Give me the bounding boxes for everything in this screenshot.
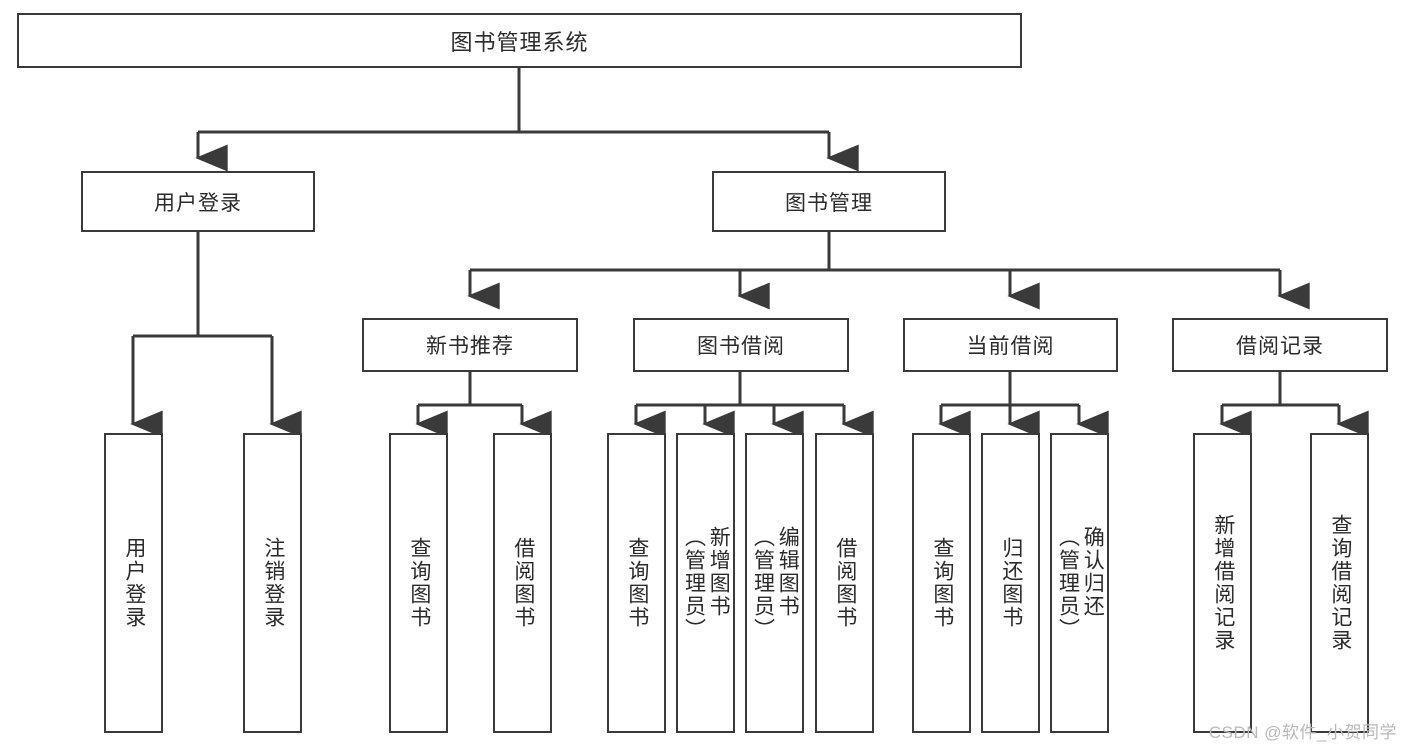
node-book-management[interactable]: 图书管理 xyxy=(712,171,946,232)
node-new-book-recommend[interactable]: 新书推荐 xyxy=(362,318,578,372)
leaf-book-borrow-edit[interactable]: 编辑图书 （管理员） xyxy=(745,433,804,733)
leaf-current-borrow-return[interactable]: 归还图书 xyxy=(981,433,1040,733)
leaf-borrow-record-add[interactable]: 新增借阅记录 xyxy=(1193,433,1252,733)
leaf-current-borrow-confirm-return[interactable]: 确认归还 （管理员） xyxy=(1050,433,1109,733)
leaf-user-login-logout[interactable]: 注销登录 xyxy=(243,433,302,733)
leaf-new-book-borrow[interactable]: 借阅图书 xyxy=(493,433,552,733)
leaf-book-borrow-query[interactable]: 查询图书 xyxy=(607,433,666,733)
leaf-user-login-login[interactable]: 用户登录 xyxy=(104,433,163,733)
leaf-new-book-query[interactable]: 查询图书 xyxy=(389,433,448,733)
node-book-borrow[interactable]: 图书借阅 xyxy=(633,318,849,372)
leaf-borrow-record-query[interactable]: 查询借阅记录 xyxy=(1310,433,1369,733)
node-root-system[interactable]: 图书管理系统 xyxy=(17,13,1022,68)
watermark: CSDN @软件_小贺同学 xyxy=(1208,723,1397,742)
node-current-borrow[interactable]: 当前借阅 xyxy=(903,318,1118,372)
node-borrow-record[interactable]: 借阅记录 xyxy=(1172,318,1388,372)
leaf-current-borrow-query[interactable]: 查询图书 xyxy=(912,433,971,733)
leaf-book-borrow-add[interactable]: 新增图书 （管理员） xyxy=(676,433,735,733)
leaf-book-borrow-borrow[interactable]: 借阅图书 xyxy=(815,433,874,733)
node-user-login[interactable]: 用户登录 xyxy=(81,171,315,232)
